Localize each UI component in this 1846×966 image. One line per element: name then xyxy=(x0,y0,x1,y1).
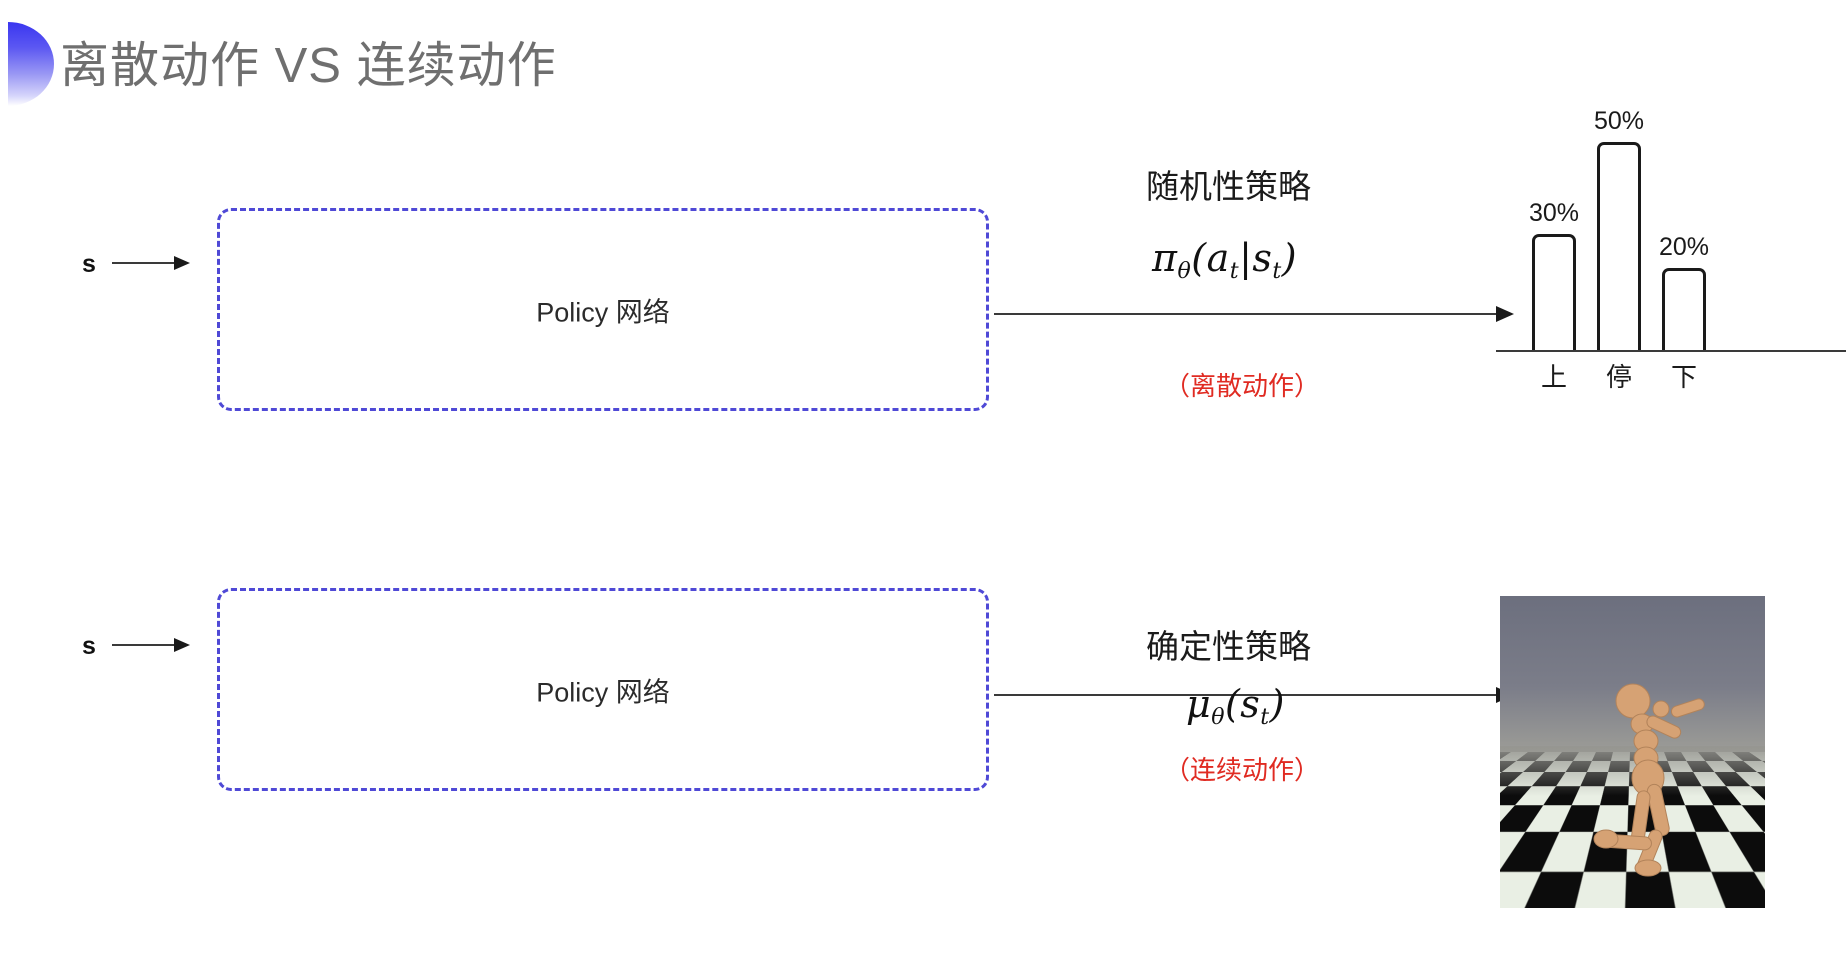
policy-network-label-top: Policy 网络 xyxy=(536,297,670,327)
action-probability-bar-chart: 30% 上 50% 停 20% 下 xyxy=(1496,96,1846,396)
bar-column-0: 30% xyxy=(1528,199,1580,350)
policy-network-label-bottom: Policy 网络 xyxy=(536,677,670,707)
formula-open-s: (s xyxy=(1224,682,1261,726)
bar-value-0: 30% xyxy=(1528,199,1580,227)
formula-t-sub-2: t xyxy=(1272,259,1282,285)
deterministic-policy-title: 确定性策略 xyxy=(1146,628,1311,665)
page-title: 离散动作 VS 连续动作 xyxy=(60,39,557,93)
formula-mu: μ xyxy=(1186,682,1212,726)
discrete-action-note: （离散动作） xyxy=(1164,371,1321,401)
formula-theta-sub-2: θ xyxy=(1211,705,1225,731)
humanoid-simulation-image xyxy=(1500,596,1765,908)
bar-rect-2 xyxy=(1662,268,1706,350)
bar-category-0: 上 xyxy=(1540,362,1567,392)
bar-column-1: 50% xyxy=(1593,107,1645,350)
formula-close: ) xyxy=(1281,236,1298,280)
bar-value-2: 20% xyxy=(1658,233,1710,261)
bar-rect-0 xyxy=(1532,234,1576,350)
bar-category-2: 下 xyxy=(1670,362,1697,392)
formula-close-2: ) xyxy=(1269,682,1285,726)
chart-baseline-axis xyxy=(1496,350,1846,352)
bar-column-2: 20% xyxy=(1658,233,1710,350)
formula-pi: π xyxy=(1152,236,1178,280)
continuous-action-note: （连续动作） xyxy=(1164,755,1321,785)
deterministic-policy-formula: μθ(st) xyxy=(1186,682,1285,730)
formula-t-sub-3: t xyxy=(1260,705,1270,731)
formula-theta-sub: θ xyxy=(1177,259,1192,285)
slide-bottom-edge xyxy=(0,962,1846,966)
policy-network-box-bottom[interactable]: Policy 网络 xyxy=(217,588,989,791)
state-arrow-bottom xyxy=(112,638,190,652)
stochastic-policy-formula: πθ(at|st) xyxy=(1152,236,1297,284)
state-input-label-bottom: s xyxy=(82,632,96,660)
policy-network-box-top[interactable]: Policy 网络 xyxy=(217,208,989,411)
bar-category-1: 停 xyxy=(1605,362,1632,392)
state-arrow-top xyxy=(112,256,190,270)
stochastic-policy-title: 随机性策略 xyxy=(1146,168,1311,205)
formula-t-sub-1: t xyxy=(1229,259,1240,285)
sky-background xyxy=(1500,596,1765,762)
humanoid-figure xyxy=(1593,683,1705,877)
formula-open-a: (a xyxy=(1191,236,1230,280)
formula-bar-s: |s xyxy=(1239,236,1273,280)
bar-value-1: 50% xyxy=(1593,107,1645,135)
policy-output-arrow-top xyxy=(994,306,1514,322)
state-input-label-top: s xyxy=(82,250,96,278)
slide-logo-icon xyxy=(8,22,54,106)
bar-rect-1 xyxy=(1597,142,1641,350)
